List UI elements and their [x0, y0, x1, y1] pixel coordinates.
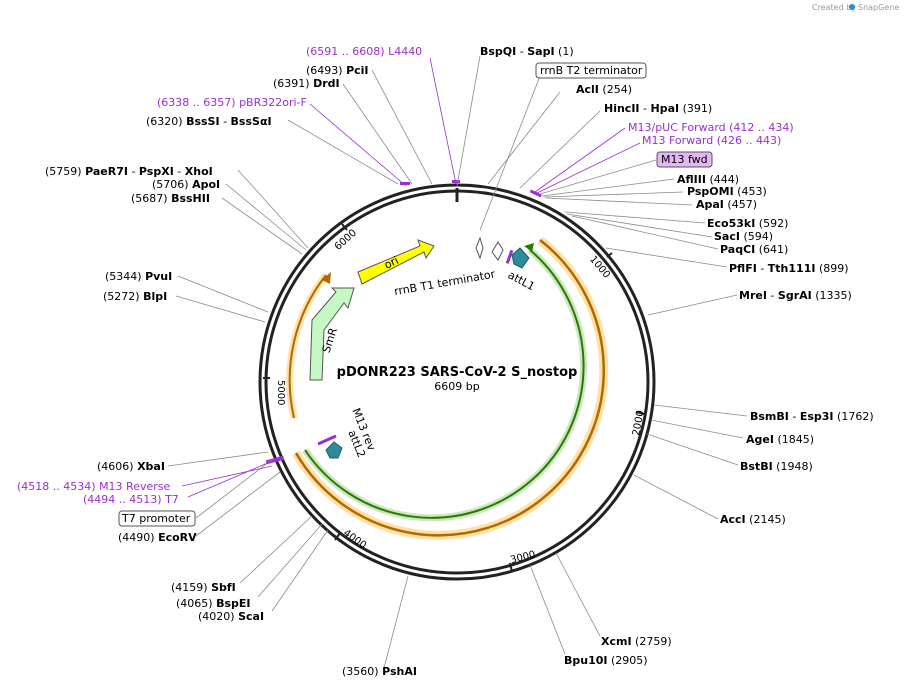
- site-label-pflfi: PflFI - Tth111I (899): [729, 262, 849, 275]
- rrnb-t2-terminator-shape: [475, 236, 484, 260]
- site-label-eco53ki: Eco53kI (592): [707, 217, 788, 230]
- m13-rev-primer-mark: [317, 434, 337, 446]
- rrnb-t2-terminator-box: rrnB T2 terminator: [535, 62, 647, 79]
- plasmid-length: 6609 bp: [434, 380, 479, 393]
- plasmid-name: pDONR223 SARS-CoV-2 S_nostop: [337, 365, 578, 380]
- attl1-feature: [511, 247, 530, 269]
- site-label-pvui: (5344) PvuI: [105, 270, 172, 283]
- credit-prefix: Created by: [812, 3, 856, 12]
- site-label-paer7i: (5759) PaeR7I - PspXI - XhoI: [45, 165, 213, 178]
- pbr322ori-primer-mark: [400, 182, 410, 185]
- site-label-sbfi: (4159) SbfI: [171, 581, 236, 594]
- tick-6000: 6000: [333, 223, 359, 253]
- rrnb-t1-terminator-label: rrnB T1 terminator: [393, 267, 497, 298]
- svg-text:4000: 4000: [341, 528, 368, 552]
- site-label-pspomi: PspOMI (453): [687, 185, 767, 198]
- site-label-pshai: (3560) PshAI: [342, 665, 417, 678]
- m13-fwd-primer-mark: [505, 249, 514, 264]
- green-insert-arc: [304, 249, 585, 519]
- site-label-xcmi: XcmI (2759): [601, 635, 672, 648]
- svg-text:6000: 6000: [333, 228, 359, 253]
- site-label-afliii: AflIII (444): [677, 173, 739, 186]
- tick-5000: 5000: [263, 377, 286, 405]
- site-label-acci: AccI (2145): [720, 513, 786, 526]
- site-label-bpu10i: Bpu10I (2905): [564, 654, 648, 667]
- orange-feature-arc: [294, 239, 606, 537]
- site-label-bstbi: BstBI (1948): [740, 460, 813, 473]
- svg-text:2000: 2000: [631, 410, 646, 437]
- primer-label-t7: (4494 .. 4513) T7: [83, 493, 179, 506]
- attl2-feature: [325, 441, 343, 459]
- site-label-ecorv: (4490) EcoRV: [118, 531, 197, 544]
- site-label-mrei: MreI - SgrAI (1335): [739, 289, 852, 302]
- site-label-bsmbi: BsmBI - Esp3I (1762): [750, 410, 874, 423]
- site-label-agei: AgeI (1845): [746, 433, 814, 446]
- svg-text:rrnB T2 terminator: rrnB T2 terminator: [540, 64, 643, 77]
- site-label-apai: ApaI (457): [696, 198, 757, 211]
- primer-label-m13-reverse: (4518 .. 4534) M13 Reverse: [17, 480, 170, 493]
- smr-feature: [309, 287, 355, 381]
- l4440-primer-mark: [452, 180, 460, 183]
- site-label-apoi: (5706) ApoI: [152, 178, 220, 191]
- t7-primer-mark: [265, 455, 285, 465]
- svg-text:T7 promoter: T7 promoter: [121, 512, 191, 525]
- site-label-hincii: HincII - HpaI (391): [604, 102, 712, 115]
- tick-2000: 2000: [631, 410, 646, 437]
- m13-fwd-box: M13 fwd: [656, 151, 713, 168]
- rrnb-t1-terminator-shape: [491, 241, 504, 261]
- site-label-saci: SacI (594): [714, 230, 773, 243]
- svg-text:5000: 5000: [275, 380, 286, 405]
- orange-backbone-arrowhead: [322, 272, 331, 284]
- site-label-xbai: (4606) XbaI: [97, 460, 165, 473]
- credit-brand: SnapGene: [858, 3, 899, 12]
- green-insert-arrowhead: [524, 243, 534, 252]
- site-label-drdi: (6391) DrdI: [273, 77, 340, 90]
- primer-label-l4440: (6591 .. 6608) L4440: [306, 45, 422, 58]
- site-label-bsshii: (5687) BssHII: [131, 192, 210, 205]
- t7-promoter-box: T7 promoter: [118, 510, 196, 527]
- svg-text:M13 fwd: M13 fwd: [661, 153, 708, 166]
- site-label-bspqi: BspQI - SapI (1): [480, 45, 574, 58]
- m13-forward-primer-mark: [529, 189, 542, 198]
- primer-label-pbr322ori-f: (6338 .. 6357) pBR322ori-F: [157, 96, 307, 109]
- site-label-scai: (4020) ScaI: [198, 610, 264, 623]
- site-label-bsssi: (6320) BssSI - BssSαI: [146, 115, 272, 128]
- site-label-acli: AclI (254): [576, 83, 632, 96]
- orange-backbone-arc: [288, 274, 327, 419]
- attl1-label: attL1: [506, 268, 537, 293]
- site-label-paqci: PaqCI (641): [720, 243, 788, 256]
- primer-label-m13-puc-forward: M13/pUC Forward (412 .. 434): [628, 121, 794, 134]
- site-label-blpi: (5272) BlpI: [103, 290, 167, 303]
- site-label-pcii: (6493) PciI: [306, 64, 369, 77]
- snapgene-logo-icon: [849, 4, 855, 10]
- site-label-bspei: (4065) BspEI: [176, 597, 251, 610]
- ori-feature: [357, 239, 435, 285]
- site-labels: BspQI - SapI (1) AclI (254) HincII - HpaI …: [17, 45, 874, 678]
- primer-label-m13-forward: M13 Forward (426 .. 443): [642, 134, 781, 147]
- ori-label: ori: [382, 254, 400, 272]
